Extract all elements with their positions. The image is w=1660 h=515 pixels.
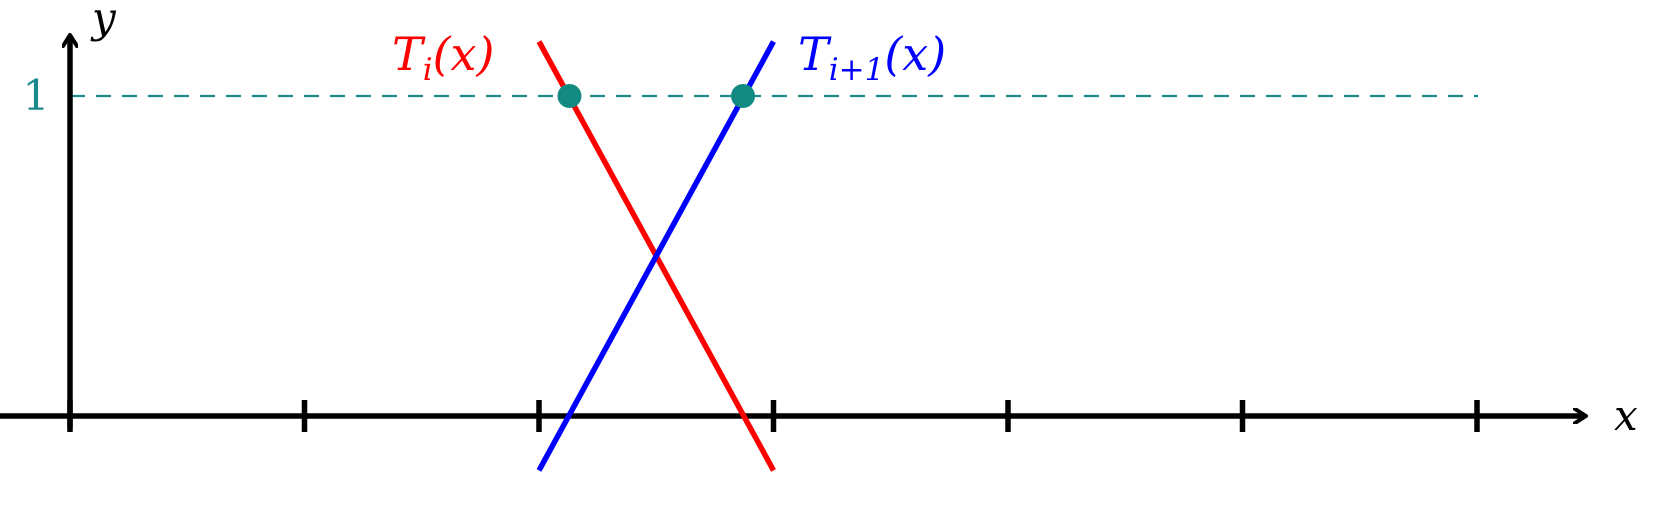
line-t-i-plus-1-label-main: T — [798, 27, 832, 81]
line-t-i-label: Ti(x) — [392, 27, 494, 88]
line-t-i-plus-1-label: Ti+1(x) — [798, 27, 946, 88]
line-t-i-plus-1-label-sub: i+1 — [829, 52, 885, 88]
line-t-i-label-main: T — [392, 27, 426, 81]
line-t-i-label-tail: (x) — [433, 27, 495, 81]
line-t-i-label-sub: i — [423, 52, 433, 88]
y-axis-label: y — [90, 0, 117, 42]
reference-line-label: 1 — [23, 71, 50, 120]
intersection-point — [557, 84, 582, 108]
line-t-i-plus-1-label-tail: (x) — [884, 27, 946, 81]
intersection-points — [557, 84, 756, 108]
intersection-point — [731, 84, 756, 108]
x-axis-ticks — [67, 400, 1480, 432]
x-axis-label: x — [1614, 391, 1638, 440]
line-t-i-plus-1 — [536, 40, 776, 472]
